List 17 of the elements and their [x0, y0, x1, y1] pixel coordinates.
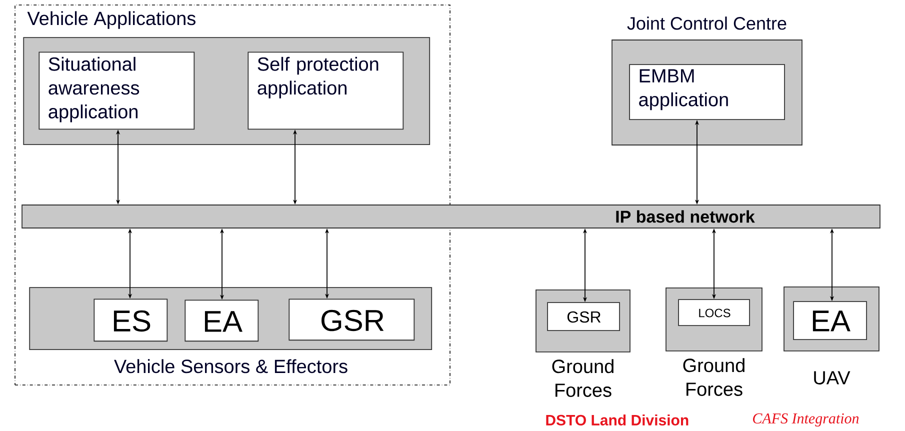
component-box: ES [94, 298, 168, 342]
application-box: Situational awareness application [38, 52, 195, 130]
application-box: EMBM application [629, 64, 785, 120]
node-label: UAV [814, 371, 850, 384]
footer-text: DSTO Land Division [546, 414, 688, 426]
application-box: Self protection application [248, 52, 404, 130]
component-box: EA [184, 300, 259, 342]
node-label: Ground Forces [683, 358, 744, 396]
component-box: EA [793, 301, 867, 340]
node-label: Joint Control Centre [627, 16, 786, 30]
component-box: GSR [288, 298, 415, 341]
node-label: Ground Forces [552, 359, 614, 397]
network-bar: IP based network [22, 204, 880, 228]
footer-text: CAFS Integration [753, 413, 859, 427]
node-label: Vehicle Sensors & Effectors [114, 359, 348, 374]
component-box: GSR [547, 302, 620, 331]
component-box: LOCS [678, 299, 750, 326]
